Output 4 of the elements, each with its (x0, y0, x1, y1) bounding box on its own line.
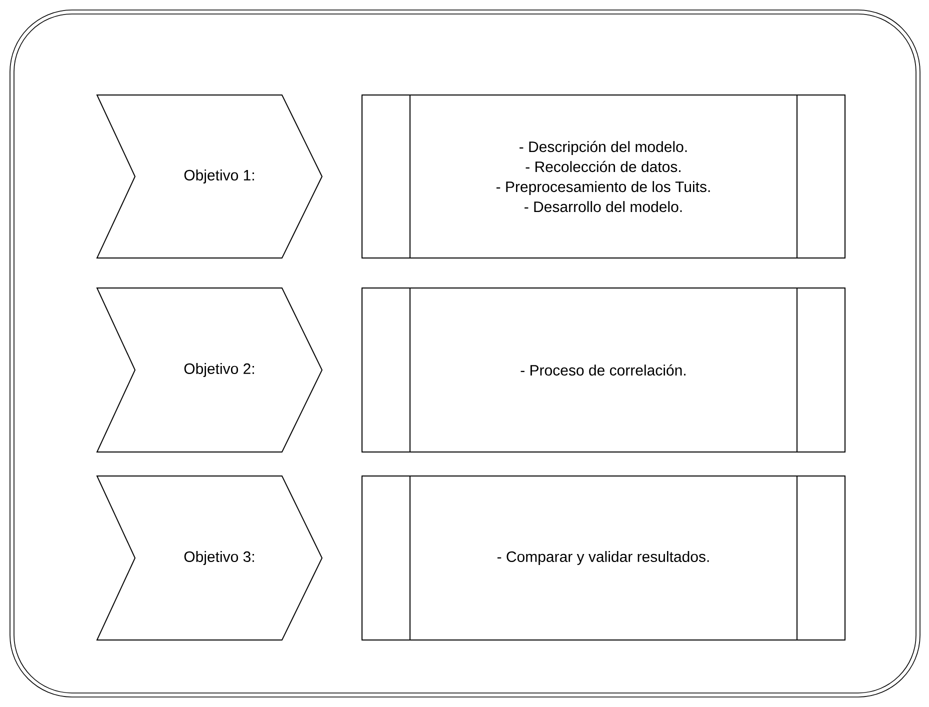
process-box: - Descripción del modelo. - Recolección de datos. - Preprocesamiento de los Tuits. - Desarrollo del modelo. (362, 94, 846, 258)
frame-box (10, 10, 920, 698)
process-box: - Proceso de correlación. (362, 288, 846, 452)
process-box: - Comparar y validar resultados. (362, 476, 846, 640)
